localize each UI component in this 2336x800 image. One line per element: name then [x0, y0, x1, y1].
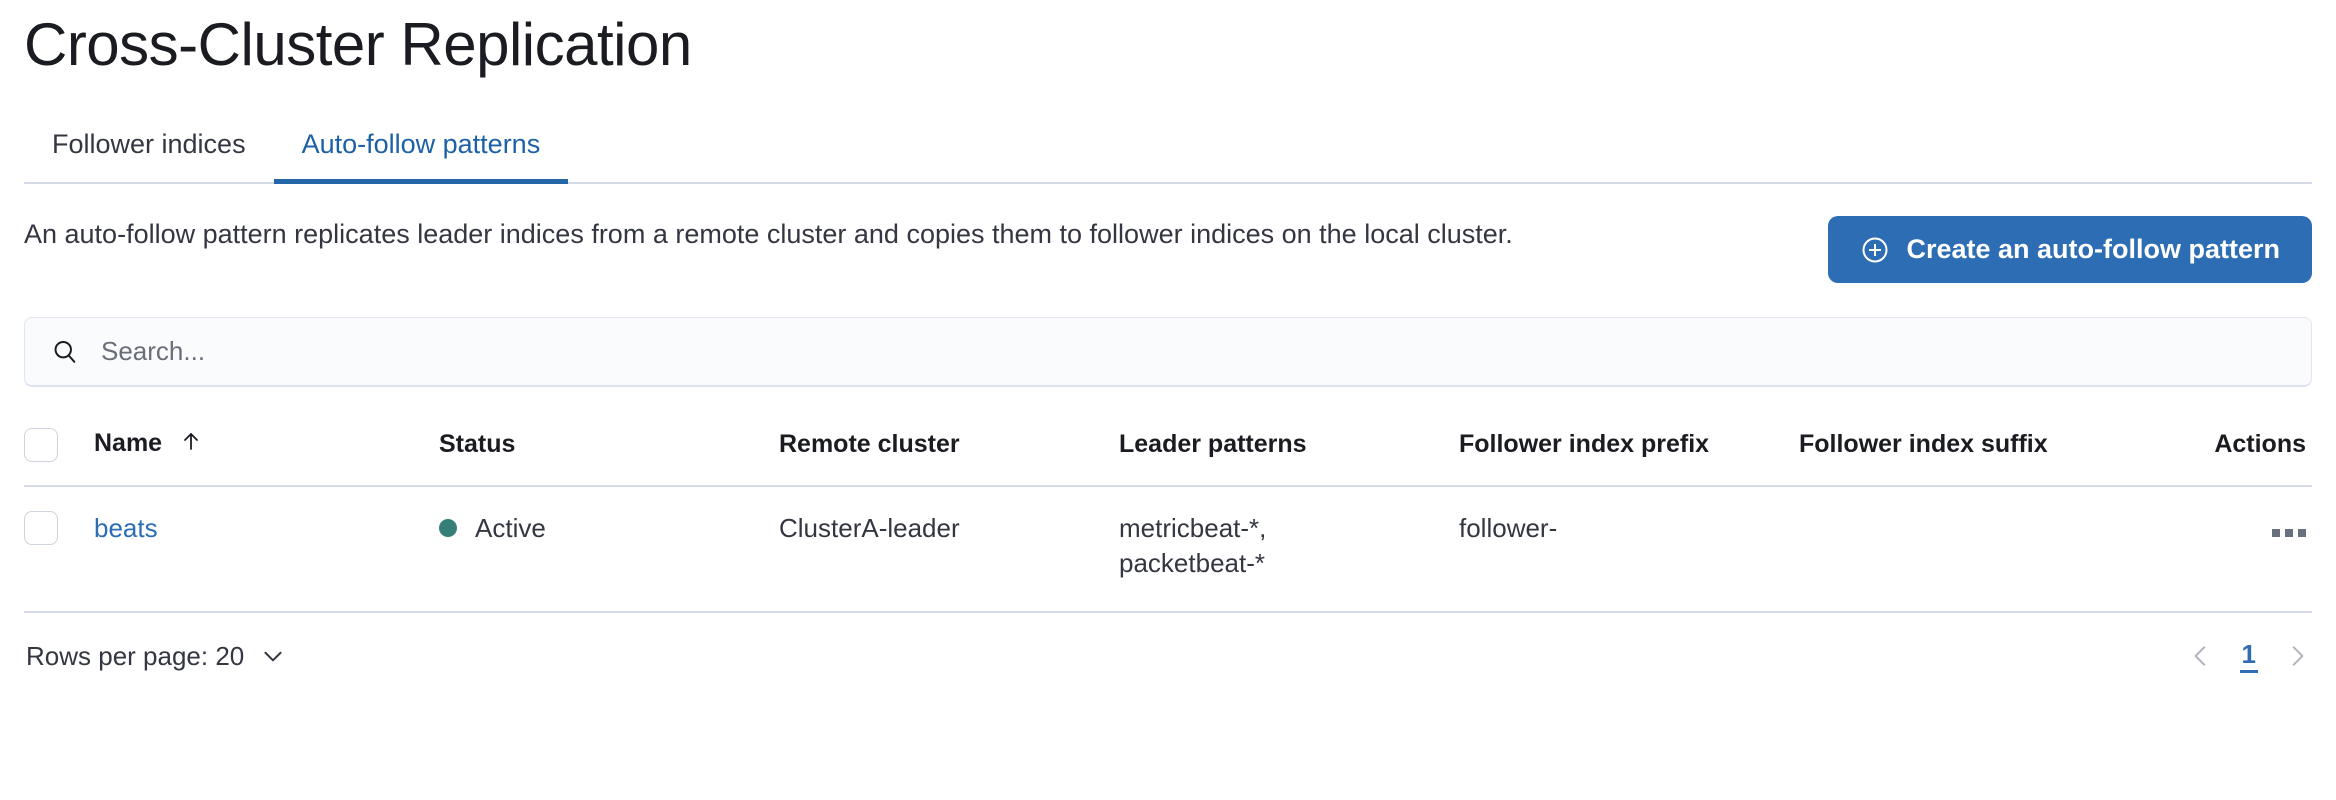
create-auto-follow-pattern-button[interactable]: Create an auto-follow pattern: [1828, 216, 2312, 283]
row-select-checkbox[interactable]: [24, 510, 58, 545]
select-all-cell: [24, 427, 94, 462]
search-input[interactable]: [99, 318, 2285, 385]
chevron-right-icon[interactable]: [2284, 643, 2310, 669]
create-button-label: Create an auto-follow pattern: [1906, 234, 2280, 264]
cell-remote-cluster: ClusterA-leader: [779, 512, 960, 543]
cell-status: Active: [439, 511, 779, 546]
pagination: 1: [2188, 639, 2310, 674]
page-title: Cross-Cluster Replication: [24, 11, 692, 78]
leader-pattern-item: metricbeat-*,: [1119, 512, 1267, 543]
cell-follower-index-prefix: follower-: [1459, 512, 1558, 543]
description-row: An auto-follow pattern replicates leader…: [24, 214, 2312, 283]
plus-in-circle-icon: [1860, 235, 1890, 265]
tab-label: Follower indices: [52, 129, 246, 159]
row-select-cell: [24, 510, 94, 545]
table-footer: Rows per page: 20 1: [24, 639, 2312, 674]
rows-per-page-label: Rows per page: 20: [26, 640, 245, 671]
rows-per-page-selector[interactable]: Rows per page: 20: [26, 641, 286, 672]
column-header-status[interactable]: Status: [439, 430, 516, 458]
cell-name: beats: [94, 511, 439, 546]
auto-follow-patterns-table: Name Status Remote cluster Leader patter…: [24, 415, 2312, 613]
arrow-up-icon: [179, 429, 203, 463]
select-all-checkbox[interactable]: [24, 427, 58, 462]
column-header-follower-index-suffix[interactable]: Follower index suffix: [1799, 430, 2048, 458]
table-header-row: Name Status Remote cluster Leader patter…: [24, 415, 2312, 487]
column-header-leader-patterns[interactable]: Leader patterns: [1119, 430, 1307, 458]
chevron-left-icon[interactable]: [2188, 643, 2214, 669]
search-bar[interactable]: [24, 317, 2312, 387]
column-header-remote-cluster[interactable]: Remote cluster: [779, 430, 960, 458]
pattern-name-link[interactable]: beats: [94, 512, 158, 543]
tab-follower-indices[interactable]: Follower indices: [24, 131, 274, 182]
status-label: Active: [475, 512, 546, 543]
page-description: An auto-follow pattern replicates leader…: [24, 219, 1513, 249]
cell-leader-patterns: metricbeat-*, packetbeat-*: [1119, 511, 1459, 581]
status-dot-icon: [439, 519, 457, 538]
column-header-follower-index-prefix[interactable]: Follower index prefix: [1459, 430, 1710, 458]
tab-bar: Follower indices Auto-follow patterns: [24, 112, 2312, 184]
cell-actions: [2122, 511, 2312, 546]
pagination-page-1[interactable]: 1: [2239, 639, 2258, 674]
chevron-down-icon: [260, 643, 286, 669]
tab-label: Auto-follow patterns: [301, 129, 541, 159]
ellipsis-icon[interactable]: [2272, 523, 2306, 537]
column-header-name[interactable]: Name: [94, 427, 439, 463]
column-header-actions: Actions: [2214, 430, 2306, 458]
leader-pattern-item: packetbeat-*: [1119, 547, 1265, 578]
column-header-label: Name: [94, 429, 163, 457]
search-icon: [51, 338, 79, 366]
table-row: beats Active ClusterA-leader metricbeat-…: [24, 487, 2312, 613]
tab-auto-follow-patterns[interactable]: Auto-follow patterns: [273, 129, 569, 184]
